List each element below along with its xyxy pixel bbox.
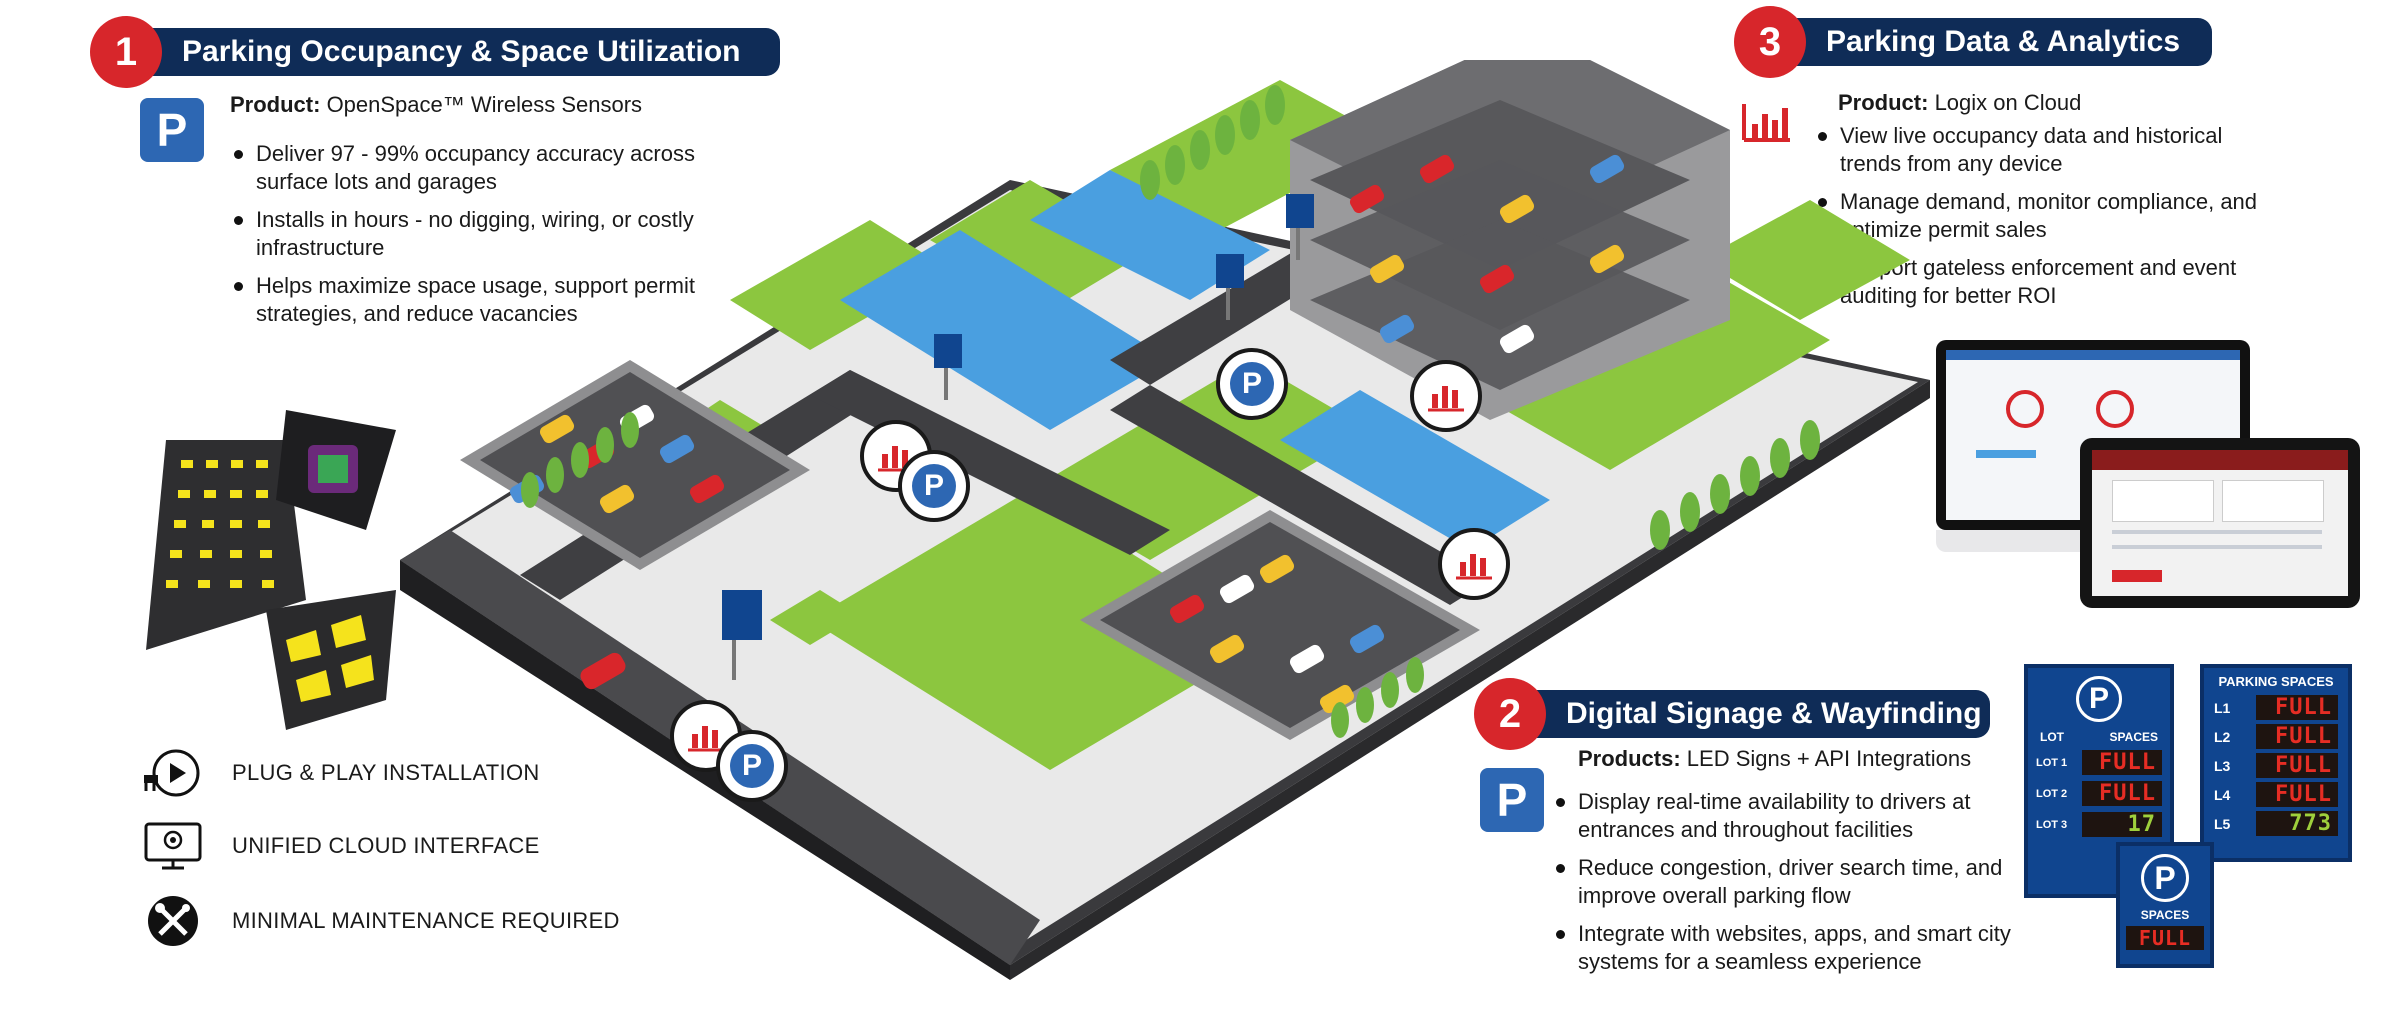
parking-p-icon: P [140,98,204,162]
sign-post [722,194,1314,680]
map-marker-parking: P [716,730,788,802]
bullet-item: Deliver 97 - 99% occupancy accuracy acro… [230,140,750,196]
sign-row: L3 FULL [2214,753,2338,778]
bullet-item: Installs in hours - no digging, wiring, … [230,206,750,262]
bullet-item: Display real-time availability to driver… [1552,788,2012,844]
tablet-image [2080,438,2360,608]
feature-label: MINIMAL MAINTENANCE REQUIRED [232,908,620,933]
sign-title: PARKING SPACES [2218,674,2334,689]
map-marker-parking: P [1216,348,1288,420]
led-display: FULL [2082,750,2162,775]
feature-cloud-interface: UNIFIED CLOUD INTERFACE [142,818,540,874]
wrench-screwdriver-icon [148,896,198,946]
sign-label: SPACES [2140,908,2190,922]
sign-row: LOT 1 FULL [2036,750,2162,775]
bullet-item: Helps maximize space usage, support perm… [230,272,750,328]
sign-row: L4 FULL [2214,782,2338,807]
parking-p-icon: P [2141,854,2189,902]
lot-availability-sign: P LOT SPACES LOT 1 FULL LOT 2 FULL LOT 3… [2024,664,2174,898]
section-1-product: Product: OpenSpace™ Wireless Sensors [230,92,643,117]
led-display: FULL [2256,724,2338,749]
section-3-title: Parking Data & Analytics [1786,18,2212,66]
led-display: 773 [2256,811,2338,836]
section-1-number: 1 [90,16,162,88]
section-3-bullets: View live occupancy data and historical … [1814,122,2284,320]
feature-label: PLUG & PLAY INSTALLATION [232,760,540,785]
parking-p-icon: P [2076,676,2122,722]
section-2-product: Products: LED Signs + API Integrations [1578,746,1972,771]
parking-p-icon: P [1480,768,1544,832]
map-marker-parking: P [898,450,970,522]
sign-row: LOT 3 17 [2036,812,2162,837]
water-area [840,170,1550,550]
parking-lot-right [1080,510,1480,740]
spaces-sign: P SPACES FULL [2116,842,2214,968]
wireless-sensor-product-image [146,410,396,730]
section-1-bullets: Deliver 97 - 99% occupancy accuracy acro… [230,140,750,338]
map-marker-analytics [1410,360,1482,432]
bullet-item: View live occupancy data and historical … [1814,122,2284,178]
sign-col-label: LOT [2040,730,2064,744]
section-2-title: Digital Signage & Wayfinding [1526,690,1990,738]
bullet-item: Manage demand, monitor compliance, and o… [1814,188,2284,244]
section-1-title: Parking Occupancy & Space Utilization [142,28,780,76]
map-marker-analytics [1438,528,1510,600]
feature-plug-play: PLUG & PLAY INSTALLATION [142,745,540,801]
section-3-product: Product: Logix on Cloud [1838,90,2082,115]
cloud-monitor-icon [144,822,202,870]
car [580,652,626,690]
parking-garage [1290,60,1730,420]
sign-col-label: SPACES [2109,730,2158,744]
section-2-number: 2 [1474,678,1546,750]
sign-row: LOT 2 FULL [2036,781,2162,806]
trees [521,85,1820,738]
led-display: FULL [2256,753,2338,778]
plug-play-icon [144,749,200,797]
led-display: FULL [2082,781,2162,806]
led-display: FULL [2256,782,2338,807]
feature-label: UNIFIED CLOUD INTERFACE [232,833,540,858]
led-display: FULL [2256,695,2338,720]
bullet-item: Reduce congestion, driver search time, a… [1552,854,2012,910]
bullet-item: Integrate with websites, apps, and smart… [1552,920,2012,976]
led-display: FULL [2126,926,2204,950]
led-display: 17 [2082,812,2162,837]
feature-maintenance: MINIMAL MAINTENANCE REQUIRED [142,893,620,949]
section-3-number: 3 [1734,6,1806,78]
sign-row: L1 FULL [2214,695,2338,720]
analytics-chart-icon [1740,100,1792,144]
level-availability-sign: PARKING SPACES L1 FULL L2 FULL L3 FULL L… [2200,664,2352,862]
sign-row: L2 FULL [2214,724,2338,749]
section-2-bullets: Display real-time availability to driver… [1552,788,2012,986]
sign-row: L5 773 [2214,811,2338,836]
